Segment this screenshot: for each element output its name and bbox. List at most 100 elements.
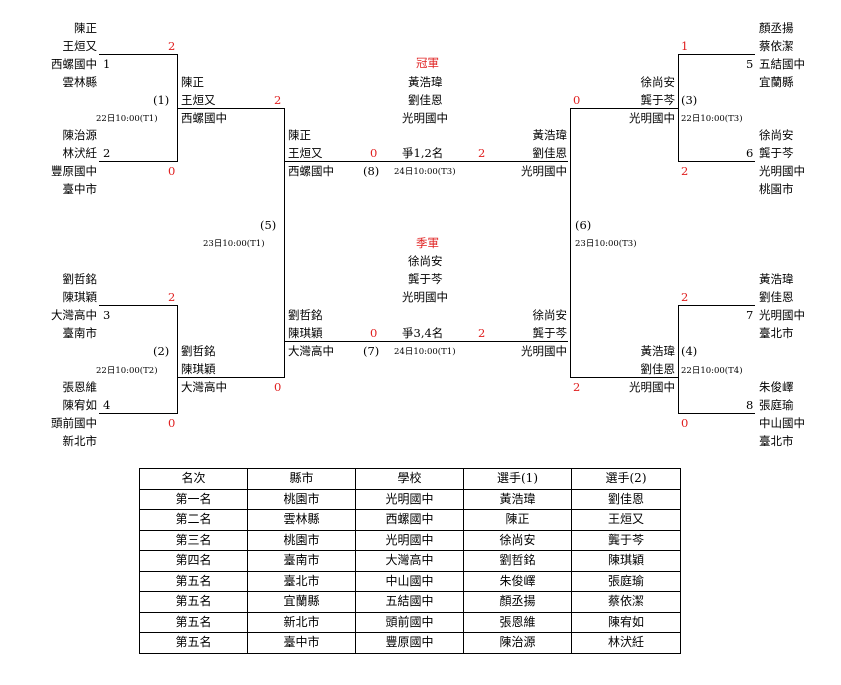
county-cell: 臺中市 [247,632,356,654]
winner-name: 陳琪穎 [288,326,323,340]
score: 1 [681,39,689,53]
rank-cell: 第五名 [139,591,248,613]
player-school: 五結國中 [759,57,805,71]
winner-name: 陳正 [288,128,311,142]
table-header-row: 名次縣市學校選手(1)選手(2) [139,468,681,490]
player-county: 新北市 [62,434,98,448]
table-row: 第一名桃園市光明國中黃浩瑋劉佳恩 [139,488,681,510]
score: 0 [681,416,689,430]
score: 0 [370,326,378,340]
score: 2 [274,93,282,107]
player-name: 朱俊嶧 [759,380,794,394]
school-cell: 中山國中 [355,570,464,592]
rank-cell: 第五名 [139,611,248,633]
rank-cell: 第五名 [139,632,248,654]
winner-name: 黃浩瑋 [532,128,568,142]
winner-school: 大灣高中 [288,344,334,358]
bracket-line [678,305,679,414]
match-time: 22日10:00(T4) [681,366,743,376]
player-name: 蔡依潔 [759,39,794,53]
player-school: 中山國中 [759,416,805,430]
player-school: 光明國中 [759,164,805,178]
player-name: 陳治源 [62,128,98,142]
seed-number: 4 [103,398,111,412]
winner-name: 王烜又 [288,146,323,160]
player-county: 宜蘭縣 [759,75,794,89]
player-name: 王烜又 [62,39,98,53]
match-time: 22日10:00(T1) [96,114,158,124]
player1-cell: 陳正 [463,509,572,531]
seed-number: 3 [103,308,111,322]
player1-cell: 黃浩瑋 [463,488,572,510]
winner-name: 徐尚安 [640,75,676,89]
county-cell: 臺北市 [247,570,356,592]
column-header: 選手(2) [571,468,681,490]
player-school: 豐原國中 [51,164,97,178]
school-cell: 豐原國中 [355,632,464,654]
player-name: 陳琪穎 [62,290,98,304]
player-name: 徐尚安 [759,128,794,142]
bracket-line [177,377,285,378]
score: 0 [573,93,581,107]
county-cell: 臺南市 [247,550,356,572]
winner-name: 龔于芩 [532,326,568,340]
player-name: 龔于芩 [759,146,794,160]
player-name: 陳宥如 [62,398,98,412]
score: 2 [573,380,581,394]
champion-heading: 冠軍 [416,56,439,70]
winner-name: 劉佳恩 [532,146,568,160]
player-name: 林汱紝 [62,146,98,160]
winner-name: 劉佳恩 [640,362,676,376]
champion-name: 黃浩瑋 [408,75,443,89]
third-name: 徐尚安 [408,254,443,268]
player-name: 劉哲銘 [62,272,98,286]
table-row: 第五名臺北市中山國中朱俊嶧張庭瑜 [139,570,681,592]
bracket-line [99,305,178,306]
table-row: 第三名桃園市光明國中徐尚安龔于芩 [139,529,681,551]
winner-name: 劉哲銘 [181,344,216,358]
seed-number: 5 [746,57,754,71]
school-cell: 五結國中 [355,591,464,613]
results-table: 名次縣市學校選手(1)選手(2)第一名桃園市光明國中黃浩瑋劉佳恩第二名雲林縣西螺… [139,468,681,654]
player1-cell: 顏丞揚 [463,591,572,613]
table-row: 第五名宜蘭縣五結國中顏丞揚蔡依潔 [139,591,681,613]
match-label: (8) [363,164,380,178]
winner-school: 光明國中 [521,344,567,358]
score: 2 [168,39,176,53]
county-cell: 新北市 [247,611,356,633]
school-cell: 頭前國中 [355,611,464,633]
player2-cell: 龔于芩 [571,529,681,551]
seed-number: 7 [746,308,754,322]
winner-school: 光明國中 [521,164,567,178]
table-row: 第四名臺南市大灣高中劉哲銘陳琪穎 [139,550,681,572]
match-time: 24日10:00(T3) [394,167,456,177]
county-cell: 宜蘭縣 [247,591,356,613]
winner-name: 陳琪穎 [181,362,216,376]
score: 2 [478,146,486,160]
player-county: 桃園市 [759,182,794,196]
player2-cell: 陳琪穎 [571,550,681,572]
match-label: (1) [153,93,170,107]
bracket-line [678,413,755,414]
player-county: 臺南市 [62,326,98,340]
school-cell: 光明國中 [355,488,464,510]
county-cell: 桃園市 [247,529,356,551]
player1-cell: 張恩維 [463,611,572,633]
player-county: 臺北市 [759,434,794,448]
player1-cell: 陳治源 [463,632,572,654]
match-time: 23日10:00(T3) [575,239,637,249]
score: 0 [274,380,282,394]
score: 0 [370,146,378,160]
county-cell: 桃園市 [247,488,356,510]
player-name: 顏丞揚 [759,21,794,35]
score: 2 [681,290,689,304]
bracket-line [99,413,178,414]
bracket-line [570,108,679,109]
school-cell: 西螺國中 [355,509,464,531]
column-header: 名次 [139,468,248,490]
score: 2 [478,326,486,340]
match-time: 22日10:00(T2) [96,366,158,376]
third-heading: 季軍 [416,236,439,250]
winner-name: 黃浩瑋 [640,344,676,358]
winner-name: 陳正 [181,75,204,89]
